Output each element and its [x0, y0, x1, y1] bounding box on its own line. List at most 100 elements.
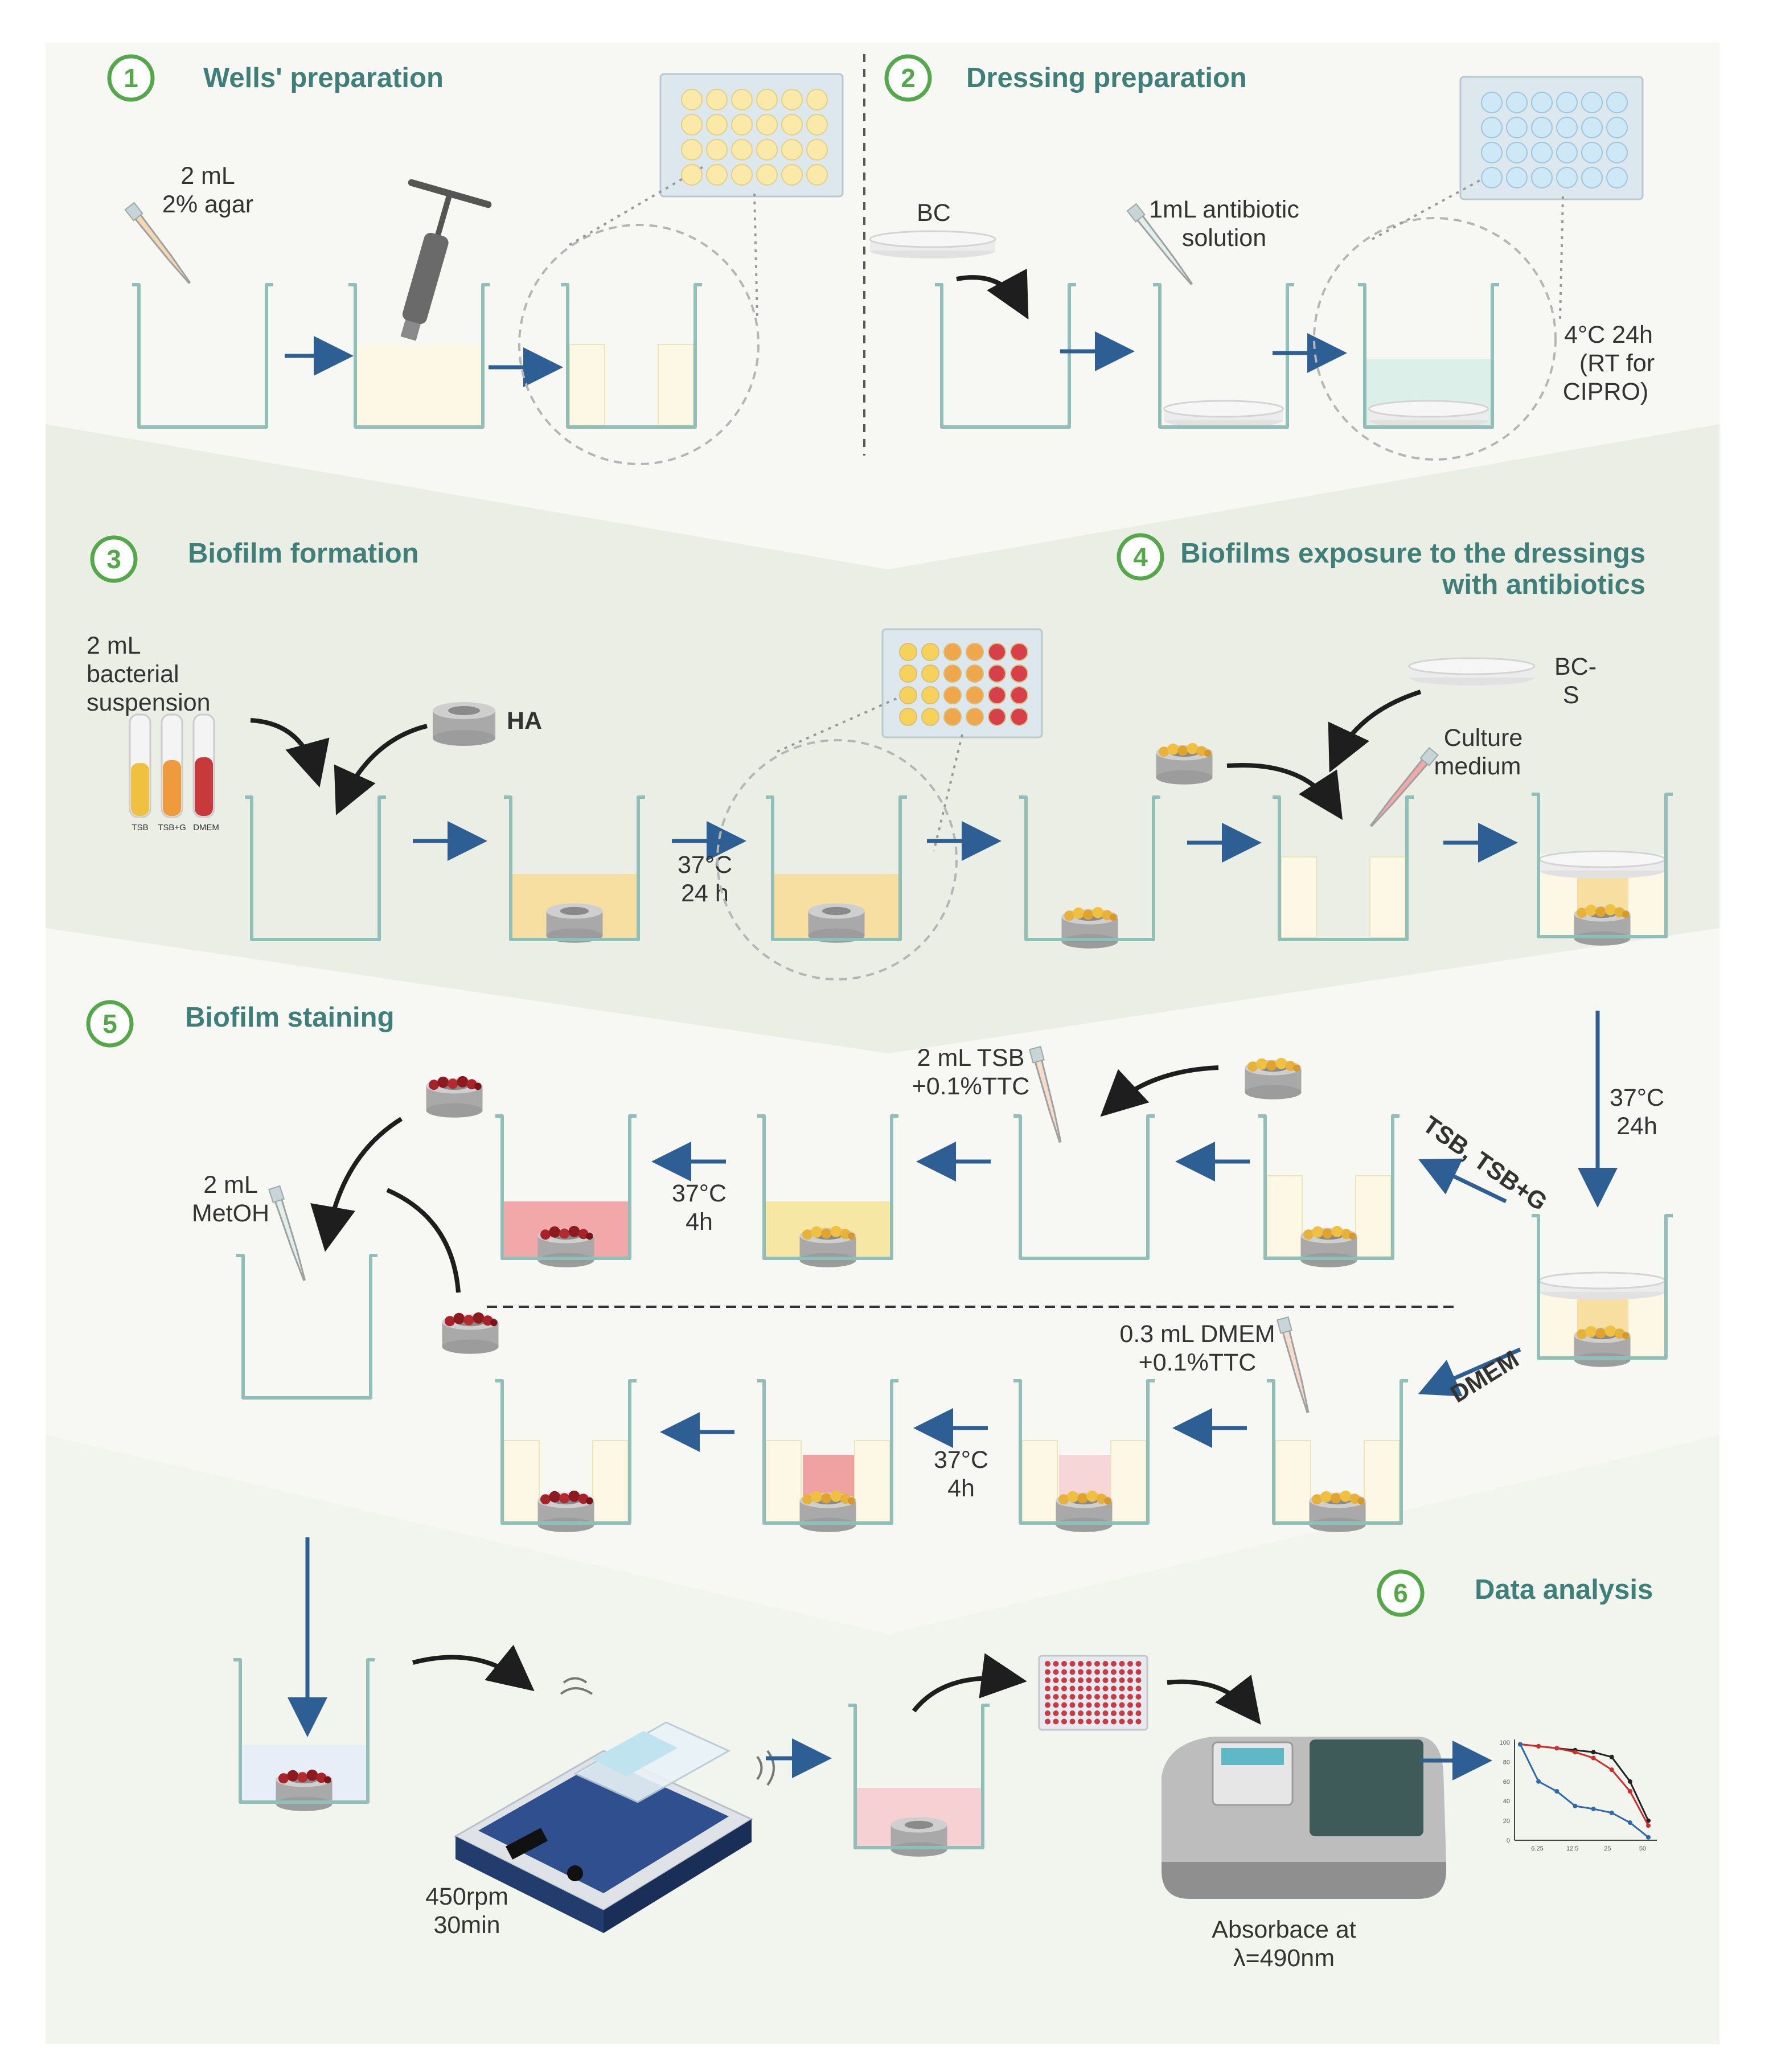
step-5-header: 5 Biofilm staining [86, 1000, 395, 1048]
plate-well [1045, 1694, 1050, 1700]
data-point [1591, 1750, 1596, 1755]
plate-well [988, 664, 1006, 683]
plate-well [1061, 1677, 1067, 1683]
plate-well [1078, 1685, 1084, 1692]
bc-s-label: BC- [1554, 653, 1597, 680]
plate-well [1581, 117, 1603, 138]
plate-well [1094, 1702, 1100, 1708]
plate-well [1127, 1718, 1133, 1725]
step-3-header: 3 Biofilm formation [90, 535, 419, 583]
x-tick-label: 6.25 [1531, 1845, 1543, 1852]
shaker-time-label: 30min [433, 1911, 500, 1939]
bacterial-suspension-label: suspension [87, 689, 211, 716]
plate-well [1102, 1702, 1109, 1708]
plate-well [1127, 1677, 1133, 1683]
shaker-icon [453, 1721, 754, 1933]
plate-well [1045, 1710, 1050, 1716]
data-point [1627, 1789, 1632, 1794]
plate-well [1556, 142, 1578, 163]
data-point [1573, 1750, 1578, 1755]
y-tick-label: 80 [1503, 1759, 1510, 1766]
data-point [1646, 1835, 1651, 1840]
y-tick-label: 100 [1500, 1739, 1510, 1746]
plate-well [1069, 1702, 1076, 1708]
step-2-header: 2 Dressing preparation [884, 54, 1247, 102]
plate-well [1102, 1677, 1109, 1683]
plate-well [806, 164, 828, 186]
zoom-circle-3 [716, 739, 958, 980]
ha-disc-icon [433, 702, 495, 746]
data-point [1609, 1754, 1614, 1759]
plate-well [943, 708, 962, 726]
plate-well [1481, 167, 1503, 188]
plate-well [756, 114, 778, 136]
bc-s-icon [1408, 657, 1536, 687]
well-biofilm-zoom [766, 797, 907, 943]
plate-well [1127, 1702, 1133, 1708]
bc-s-label: S [1563, 682, 1579, 709]
well-tsb-ttc [757, 1116, 898, 1267]
well-bacteria-ha [504, 797, 645, 943]
plate-well [1119, 1669, 1125, 1675]
well-ha-punched-a [1258, 1116, 1400, 1267]
plate-well [1506, 117, 1528, 138]
tsb-ttc-label: 2 mL TSB [917, 1044, 1025, 1072]
plate-well [1531, 92, 1553, 113]
well-agar [348, 285, 490, 427]
incubation-label: 24 h [681, 880, 729, 907]
bacterial-volume-label: 2 mL [87, 632, 141, 659]
plate-well [1581, 142, 1603, 163]
plate-well [1135, 1669, 1142, 1675]
plate-well [1078, 1669, 1084, 1675]
antibiotic-solution-label: solution [1182, 224, 1266, 252]
plate-well [1481, 117, 1503, 138]
incubation-label: 4h [686, 1208, 713, 1236]
plate-well [1119, 1710, 1125, 1716]
plate-well [1053, 1661, 1059, 1667]
plate-well [781, 164, 803, 186]
data-point [1536, 1779, 1541, 1784]
plate-well [1606, 117, 1628, 138]
plate-well [1086, 1710, 1092, 1716]
plate-well [1481, 142, 1503, 163]
step-4-title-line2: with antibiotics [1442, 569, 1645, 600]
plate-well [1053, 1694, 1059, 1700]
plate-well [1078, 1694, 1084, 1700]
step-1-title: Wells' preparation [203, 63, 444, 93]
storage-condition-label: (RT for [1579, 350, 1655, 377]
svg-text:2: 2 [901, 63, 916, 93]
plate-well [1069, 1685, 1076, 1692]
plate-well [1481, 92, 1503, 113]
plate-well [1119, 1718, 1125, 1725]
data-point [1646, 1823, 1651, 1828]
plate-well [1135, 1718, 1142, 1725]
plate-well [1135, 1677, 1142, 1683]
plate-well [1010, 664, 1028, 683]
metoh-label: 2 mL [203, 1171, 258, 1199]
plate-well [1069, 1718, 1076, 1725]
well-dmem-ttc-red [757, 1381, 898, 1532]
plate-well [1045, 1669, 1050, 1675]
well-punched-4 [1273, 797, 1414, 939]
y-tick-label: 0 [1507, 1837, 1510, 1844]
dmem-ttc-label: +0.1%TTC [1139, 1349, 1257, 1376]
antibiotic-volume-label: 1mL antibiotic [1149, 196, 1299, 223]
x-tick-label: 12.5 [1566, 1845, 1578, 1852]
plate-well [1102, 1685, 1109, 1692]
plate-well [731, 114, 753, 136]
plate-well [1111, 1669, 1117, 1675]
plate-well [943, 643, 962, 661]
plate-well [731, 164, 753, 186]
dmem-ttc-label: 0.3 mL DMEM [1119, 1320, 1275, 1348]
plate-well [781, 114, 803, 136]
x-tick-label: 50 [1639, 1845, 1646, 1852]
plate-well [1094, 1669, 1100, 1675]
plate-well [1010, 708, 1028, 726]
plate-wells-agar [681, 89, 828, 186]
zoom-circle-2 [1313, 217, 1557, 461]
plate-well [1135, 1694, 1142, 1700]
plate-well [1531, 117, 1553, 138]
step-4-header: 4 Biofilms exposure to the dressings wit… [1117, 533, 1645, 600]
storage-condition-label: 4°C 24h [1564, 321, 1653, 348]
plate-well [1556, 167, 1578, 188]
